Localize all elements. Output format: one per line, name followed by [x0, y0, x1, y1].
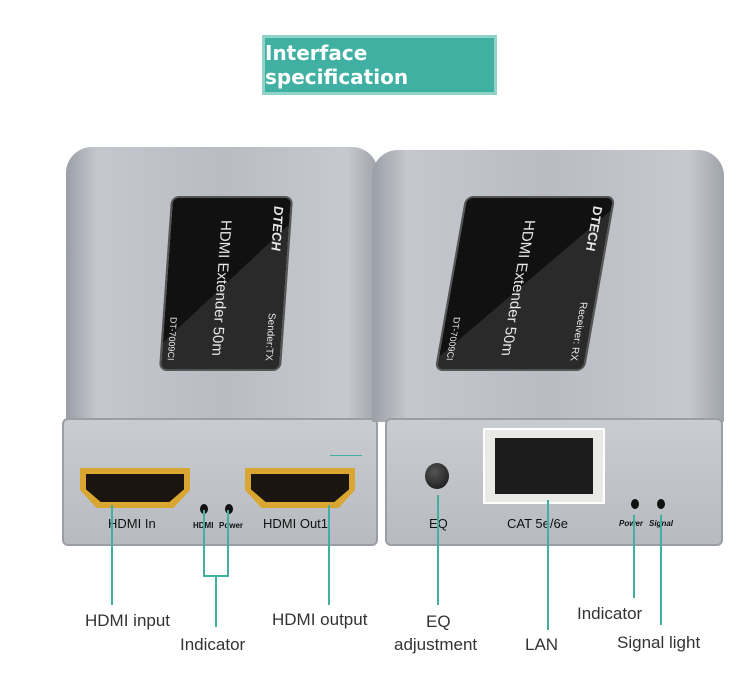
leader-line	[328, 505, 330, 605]
receiver-role: Receiver: RX	[567, 302, 589, 361]
leader-line	[227, 510, 229, 576]
receiver-model: DT-7009CI	[444, 317, 463, 361]
lan-text: CAT 5e/6e	[507, 516, 568, 531]
hdmi-in-port[interactable]	[80, 468, 190, 508]
receiver-brand-logo: DTECH	[582, 206, 606, 251]
lan-port[interactable]	[483, 428, 605, 504]
sender-label: DTECH HDMI Extender 50m DT-7009CI Sender…	[158, 196, 294, 371]
receiver-product: HDMI Extender 50m	[497, 220, 539, 356]
signal-led-icon	[657, 499, 665, 509]
receiver-front-panel: EQ CAT 5e/6e Power Signal	[385, 418, 723, 546]
callout-lan: LAN	[525, 635, 559, 654]
callout-hdmi-output: HDMI output	[272, 610, 368, 629]
sender-product: HDMI Extender 50m	[207, 220, 235, 356]
sender-model: DT-7009CI	[165, 317, 179, 361]
sender-role: Sender:TX	[262, 313, 277, 361]
sender-front-panel: HDMI In HDMI Power HDMI Out1	[62, 418, 378, 546]
leader-line	[633, 515, 635, 598]
hdmi-out-text: HDMI Out1	[263, 516, 329, 531]
leader-line	[547, 500, 549, 630]
power-led-icon	[225, 504, 233, 514]
leader-line	[215, 575, 217, 627]
leader-line	[111, 505, 113, 605]
eq-button[interactable]	[425, 463, 449, 489]
sender-brand-logo: DTECH	[268, 206, 287, 251]
leader-line	[330, 455, 362, 456]
title-banner: Interface specification	[262, 35, 497, 95]
leader-line	[437, 495, 439, 605]
banner-title: Interface specification	[265, 41, 409, 89]
power-led-text: Power	[619, 519, 644, 528]
leader-line	[660, 515, 662, 625]
hdmi-in-text: HDMI In	[108, 516, 156, 531]
power-led-icon	[631, 499, 639, 509]
power-led-text: Power	[219, 521, 244, 530]
callout-signal-light: Signal light	[617, 633, 701, 652]
callout-indicator-left: Indicator	[180, 635, 246, 654]
hdmi-out-port[interactable]	[245, 468, 355, 508]
callout-indicator-right: Indicator	[577, 604, 643, 623]
receiver-label: DTECH HDMI Extender 50m DT-7009CI Receiv…	[434, 196, 616, 371]
leader-line	[203, 510, 205, 576]
hdmi-led-icon	[200, 504, 208, 514]
callout-hdmi-input: HDMI input	[85, 611, 171, 630]
callout-eq-line2: adjustment	[394, 635, 478, 654]
callout-eq-line1: EQ	[426, 612, 451, 631]
